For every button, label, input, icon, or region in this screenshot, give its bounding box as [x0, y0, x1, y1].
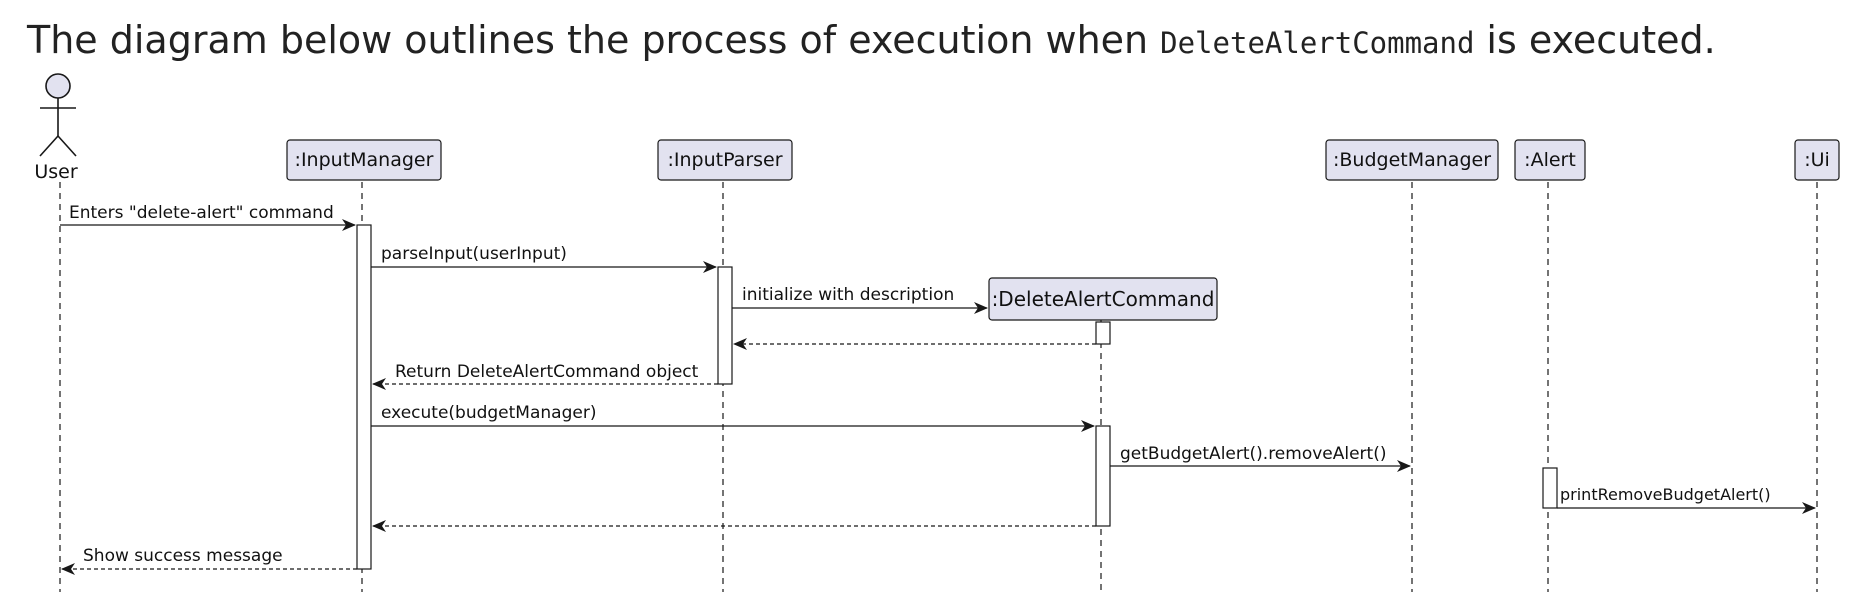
- message-label-5: execute(budgetManager): [381, 403, 596, 423]
- activation-input-parser: [717, 266, 733, 385]
- activations: [356, 224, 1558, 570]
- message-label-3: initialize with description: [742, 285, 954, 305]
- intro-code: DeleteAlertCommand: [1160, 26, 1475, 60]
- participant-input-parser: :InputParser: [657, 139, 793, 181]
- actor-leg-left: [39, 135, 59, 157]
- message-label-6: getBudgetAlert().removeAlert(): [1120, 444, 1386, 464]
- activation-command-init: [1095, 321, 1111, 345]
- message-label-8: Show success message: [83, 546, 283, 566]
- intro-text-after: is executed.: [1486, 18, 1716, 62]
- intro-paragraph: The diagram below outlines the process o…: [27, 14, 1847, 69]
- participant-input-parser-label: :InputParser: [667, 149, 782, 171]
- participant-alert: :Alert: [1514, 139, 1586, 181]
- participant-ui: :Ui: [1794, 139, 1840, 181]
- participant-delete-alert-command-label: :DeleteAlertCommand: [992, 287, 1215, 311]
- intro-text-before: The diagram below outlines the process o…: [27, 18, 1149, 62]
- activation-alert: [1542, 467, 1558, 509]
- lifelines: [59, 182, 1818, 592]
- activation-command-execute: [1095, 425, 1111, 527]
- actor-head: [45, 73, 71, 99]
- message-label-1: Enters "delete-alert" command: [69, 203, 334, 223]
- activation-input-manager: [356, 224, 372, 570]
- participant-budget-manager-label: :BudgetManager: [1333, 149, 1491, 171]
- actor-leg-right: [57, 135, 77, 157]
- participant-alert-label: :Alert: [1524, 149, 1576, 171]
- actor-user: [39, 73, 77, 157]
- participant-input-manager-label: :InputManager: [295, 149, 434, 171]
- participant-ui-label: :Ui: [1804, 149, 1830, 171]
- messages: [60, 219, 1816, 575]
- participant-budget-manager: :BudgetManager: [1325, 139, 1499, 181]
- message-label-4: Return DeleteAlertCommand object: [395, 362, 699, 382]
- message-label-2: parseInput(userInput): [381, 244, 567, 264]
- actor-user-label: User: [34, 161, 77, 183]
- message-label-7: printRemoveBudgetAlert(): [1560, 485, 1771, 504]
- participant-delete-alert-command: :DeleteAlertCommand: [988, 277, 1218, 321]
- participant-input-manager: :InputManager: [286, 139, 442, 181]
